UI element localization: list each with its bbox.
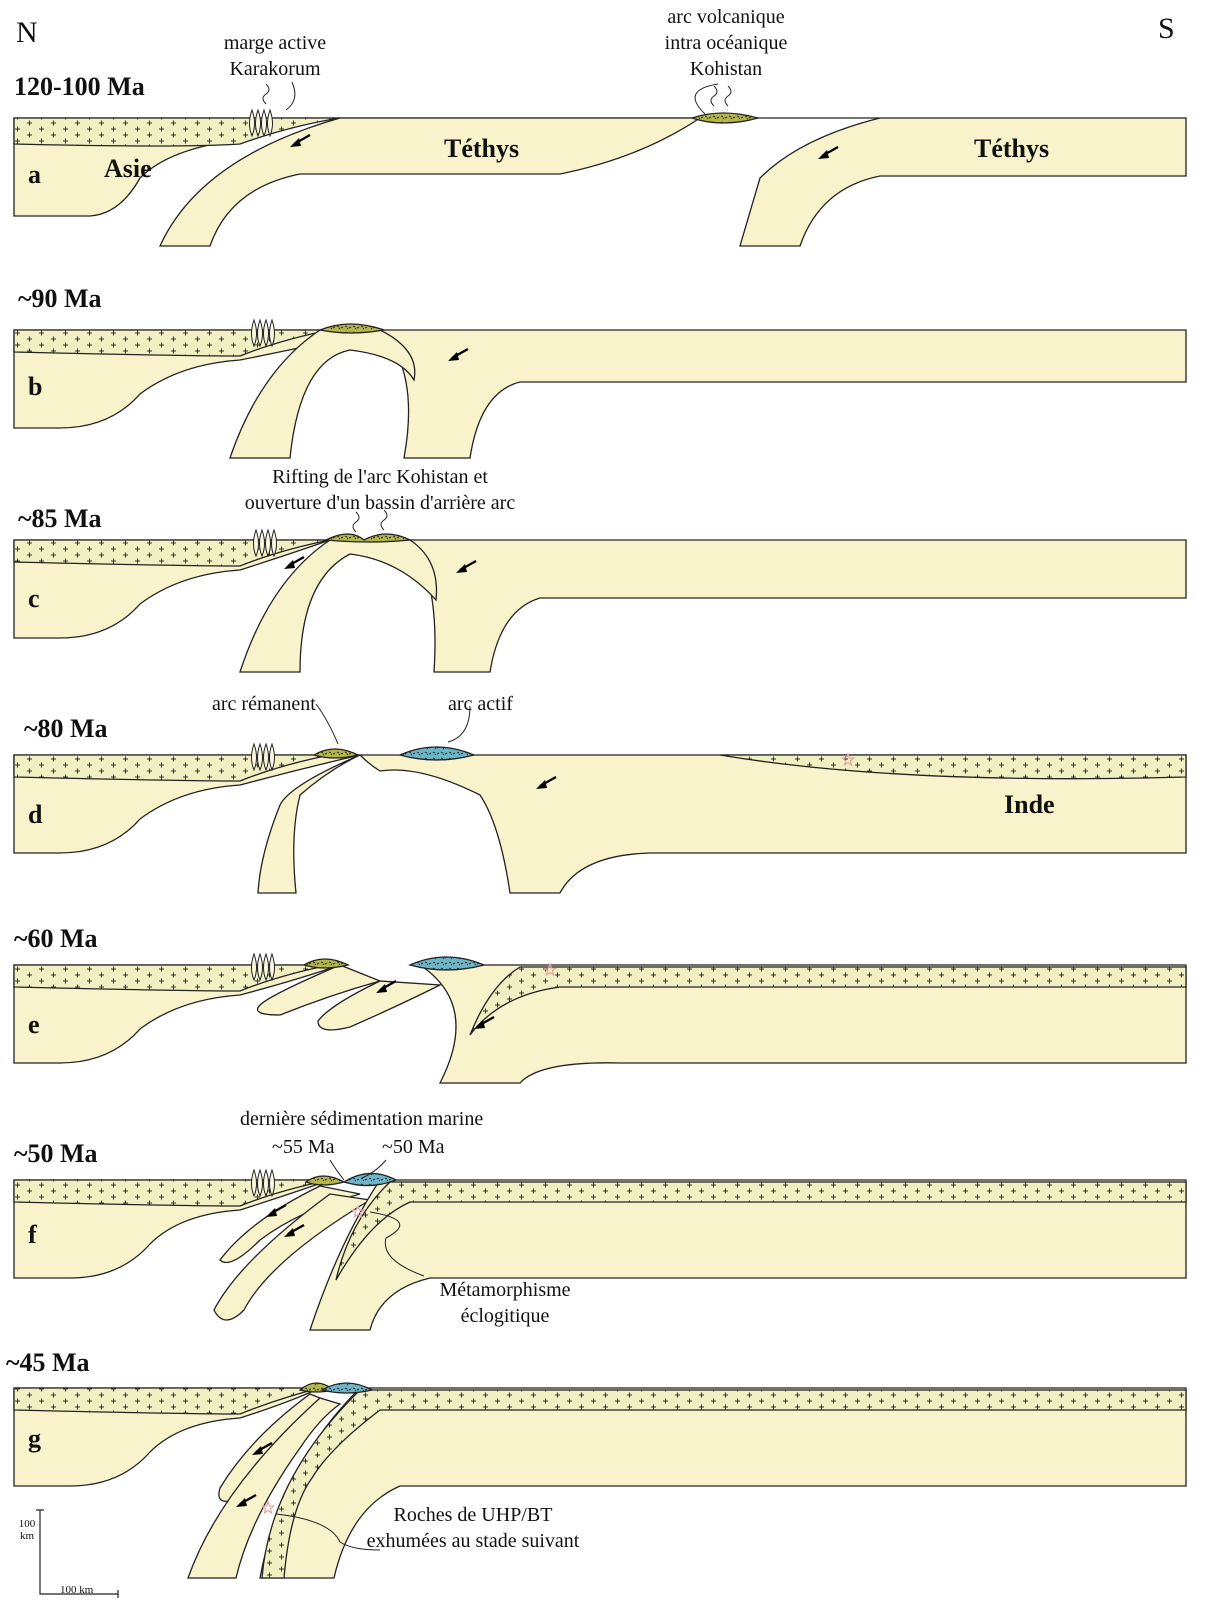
karakorum-annotation: marge active Karakorum xyxy=(212,30,338,82)
south-label: S xyxy=(1158,12,1175,46)
magma-plume-icon xyxy=(270,320,275,346)
panel-letter-d: d xyxy=(28,800,42,830)
magma-plume-icon xyxy=(264,320,269,346)
magma-plume-icon xyxy=(262,110,267,136)
rifting-annotation: Rifting de l'arc Kohistan et ouverture d… xyxy=(220,464,540,516)
magma-plume-icon xyxy=(264,744,269,770)
kohistan-line-1: arc volcanique xyxy=(650,4,802,30)
active-arc-d xyxy=(400,747,474,760)
arc-active-label: arc actif xyxy=(448,691,513,717)
remnant-arc-e xyxy=(304,959,348,968)
metamorphism-annotation: Métamorphisme éclogitique xyxy=(428,1277,582,1329)
magma-plume-icon xyxy=(252,954,257,980)
remnant-arc-d xyxy=(314,749,358,758)
remnant-arc-f xyxy=(306,1176,344,1185)
north-label: N xyxy=(16,16,38,50)
asia-crust-g xyxy=(14,1388,320,1414)
magma-plume-icon xyxy=(270,744,275,770)
age-label-b: ~90 Ma xyxy=(18,284,102,314)
volcanic-smoke-icon xyxy=(725,86,731,106)
magma-plume-icon xyxy=(258,320,263,346)
scale-vertical-unit: km xyxy=(16,1530,38,1542)
scale-vertical-label: 100 km xyxy=(16,1518,38,1542)
age-label-c: ~85 Ma xyxy=(18,504,102,534)
karakorum-line-1: marge active xyxy=(212,30,338,56)
age-label-f: ~50 Ma xyxy=(14,1139,98,1169)
tethys-label-2: Téthys xyxy=(974,134,1049,164)
age-50-label: ~50 Ma xyxy=(382,1134,444,1160)
magma-plume-icon xyxy=(258,954,263,980)
volcanic-smoke-icon xyxy=(711,86,717,106)
magma-plume-icon xyxy=(260,530,265,556)
active-arc-g xyxy=(322,1383,372,1393)
age-55-label: ~55 Ma xyxy=(272,1134,334,1160)
magma-plume-icon xyxy=(252,320,257,346)
scale-vertical-value: 100 xyxy=(16,1518,38,1530)
arc-remnant-label: arc rémanent xyxy=(212,691,316,717)
rifted-arc-c xyxy=(326,534,410,542)
kohistan-line-2: intra océanique xyxy=(650,30,802,56)
magma-plume-icon xyxy=(252,1170,257,1196)
uhp-annotation: Roches de UHP/BT exhumées au stade suiva… xyxy=(348,1502,598,1554)
panel-letter-g: g xyxy=(28,1424,41,1454)
inde-label: Inde xyxy=(1004,790,1055,820)
magma-plume-icon xyxy=(258,744,263,770)
age-label-e: ~60 Ma xyxy=(14,924,98,954)
kohistan-line-3: Kohistan xyxy=(650,56,802,82)
active-arc-e xyxy=(410,957,484,970)
uhp-line-2: exhumées au stade suivant xyxy=(348,1528,598,1554)
magma-plume-icon xyxy=(268,110,273,136)
leader-line xyxy=(316,704,338,744)
age-label-a: 120-100 Ma xyxy=(14,72,145,102)
kohistan-annotation: arc volcanique intra océanique Kohistan xyxy=(650,4,802,82)
magma-plume-icon xyxy=(264,1170,269,1196)
magma-plume-icon xyxy=(252,744,257,770)
magma-plume-icon xyxy=(254,530,259,556)
age-label-d: ~80 Ma xyxy=(24,714,108,744)
age-label-g: ~45 Ma xyxy=(6,1348,90,1378)
panel-letter-b: b xyxy=(28,372,42,402)
rifting-line-1: Rifting de l'arc Kohistan et xyxy=(220,464,540,490)
uhp-line-1: Roches de UHP/BT xyxy=(348,1502,598,1528)
panel-letter-e: e xyxy=(28,1010,40,1040)
scale-bar xyxy=(40,1510,118,1594)
metamorphism-line-2: éclogitique xyxy=(428,1303,582,1329)
tethys-plate-b xyxy=(380,330,1186,458)
scale-horizontal-label: 100 km xyxy=(60,1584,93,1596)
magma-plume-icon xyxy=(266,530,271,556)
kohistan-arc-a xyxy=(692,113,758,123)
magma-plume-icon xyxy=(250,110,255,136)
panel-letter-a: a xyxy=(28,160,41,190)
asie-label: Asie xyxy=(104,154,152,184)
tethys-plate-c xyxy=(410,540,1186,672)
volcanic-smoke-icon xyxy=(263,84,269,104)
magma-plume-icon xyxy=(256,110,261,136)
magma-plume-icon xyxy=(264,954,269,980)
leader-line xyxy=(286,82,295,110)
kohistan-arc-b xyxy=(320,324,384,333)
panel-letter-c: c xyxy=(28,584,40,614)
tethys-label-1: Téthys xyxy=(444,134,519,164)
magma-plume-icon xyxy=(272,530,277,556)
panel-letter-f: f xyxy=(28,1220,37,1250)
leader-line xyxy=(695,84,718,114)
metamorphism-line-1: Métamorphisme xyxy=(428,1277,582,1303)
magma-plume-icon xyxy=(258,1170,263,1196)
rifting-line-2: ouverture d'un bassin d'arrière arc xyxy=(220,490,540,516)
magma-plume-icon xyxy=(270,1170,275,1196)
last-sedimentation-label: dernière sédimentation marine xyxy=(240,1106,483,1132)
magma-plume-icon xyxy=(270,954,275,980)
karakorum-line-2: Karakorum xyxy=(212,56,338,82)
